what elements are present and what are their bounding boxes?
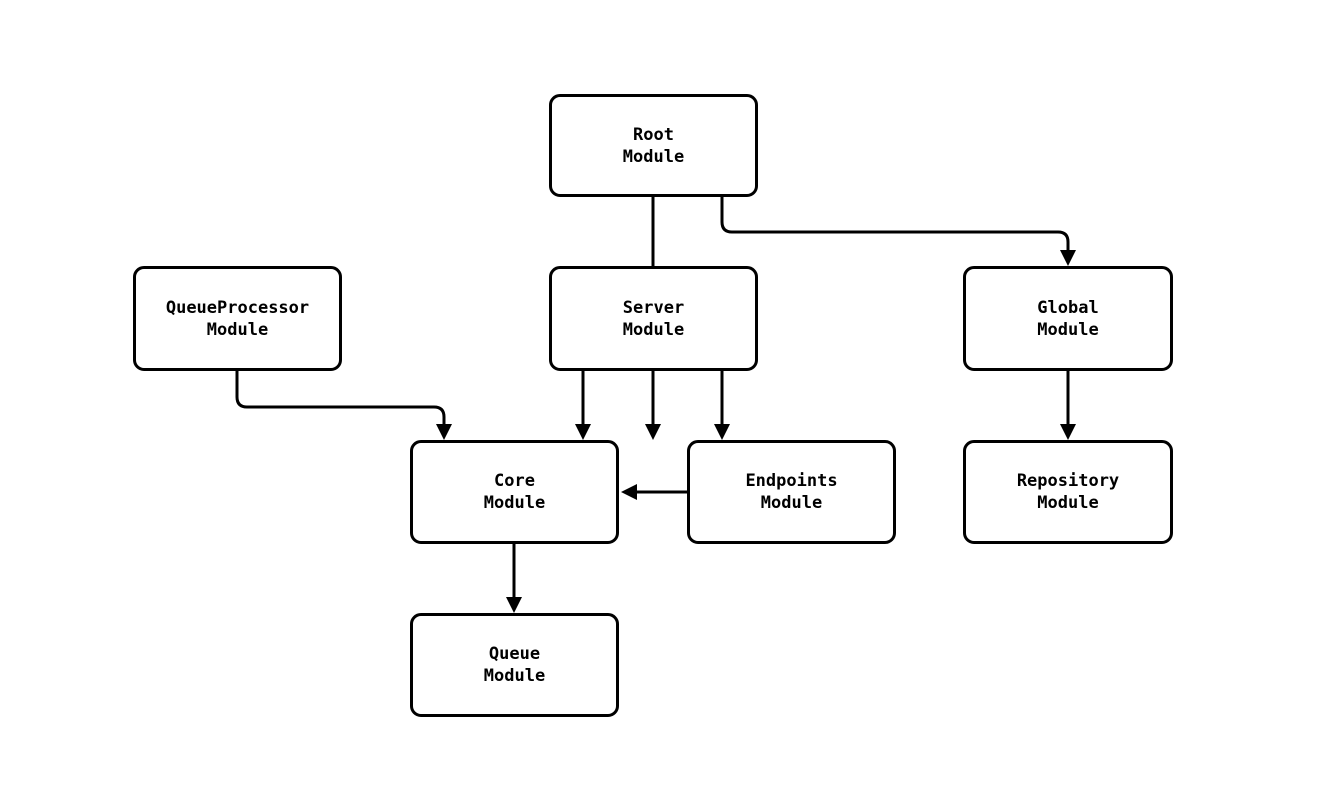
node-repository[interactable]: Repository Module bbox=[963, 440, 1173, 544]
node-global-label: Global Module bbox=[1037, 297, 1099, 340]
node-endpoints-label: Endpoints Module bbox=[745, 471, 838, 513]
edge-server-core bbox=[575, 371, 591, 440]
edge-global-repository bbox=[1060, 371, 1076, 440]
node-queue[interactable]: Queue Module bbox=[410, 613, 619, 717]
edge-root-global bbox=[720, 197, 1076, 266]
node-queueprocessor-label: QueueProcessor Module bbox=[165, 297, 310, 340]
node-endpoints[interactable]: Endpoints Module bbox=[687, 440, 896, 544]
edge-queueprocessor-core bbox=[235, 371, 452, 440]
edge-server-endpoints bbox=[714, 371, 730, 440]
node-core-label: Core Module bbox=[483, 471, 546, 513]
node-server-label: Server Module bbox=[622, 297, 685, 340]
node-repository-label: Repository Module bbox=[1016, 471, 1120, 513]
node-root-label: Root Module bbox=[622, 124, 685, 167]
node-queueprocessor[interactable]: QueueProcessor Module bbox=[133, 266, 342, 371]
node-global[interactable]: Global Module bbox=[963, 266, 1173, 371]
edge-endpoints-core bbox=[621, 484, 687, 500]
node-root[interactable]: Root Module bbox=[549, 94, 758, 197]
node-core[interactable]: Core Module bbox=[410, 440, 619, 544]
node-server[interactable]: Server Module bbox=[549, 266, 758, 371]
edge-core-queue bbox=[506, 544, 522, 613]
node-queue-label: Queue Module bbox=[483, 644, 546, 686]
